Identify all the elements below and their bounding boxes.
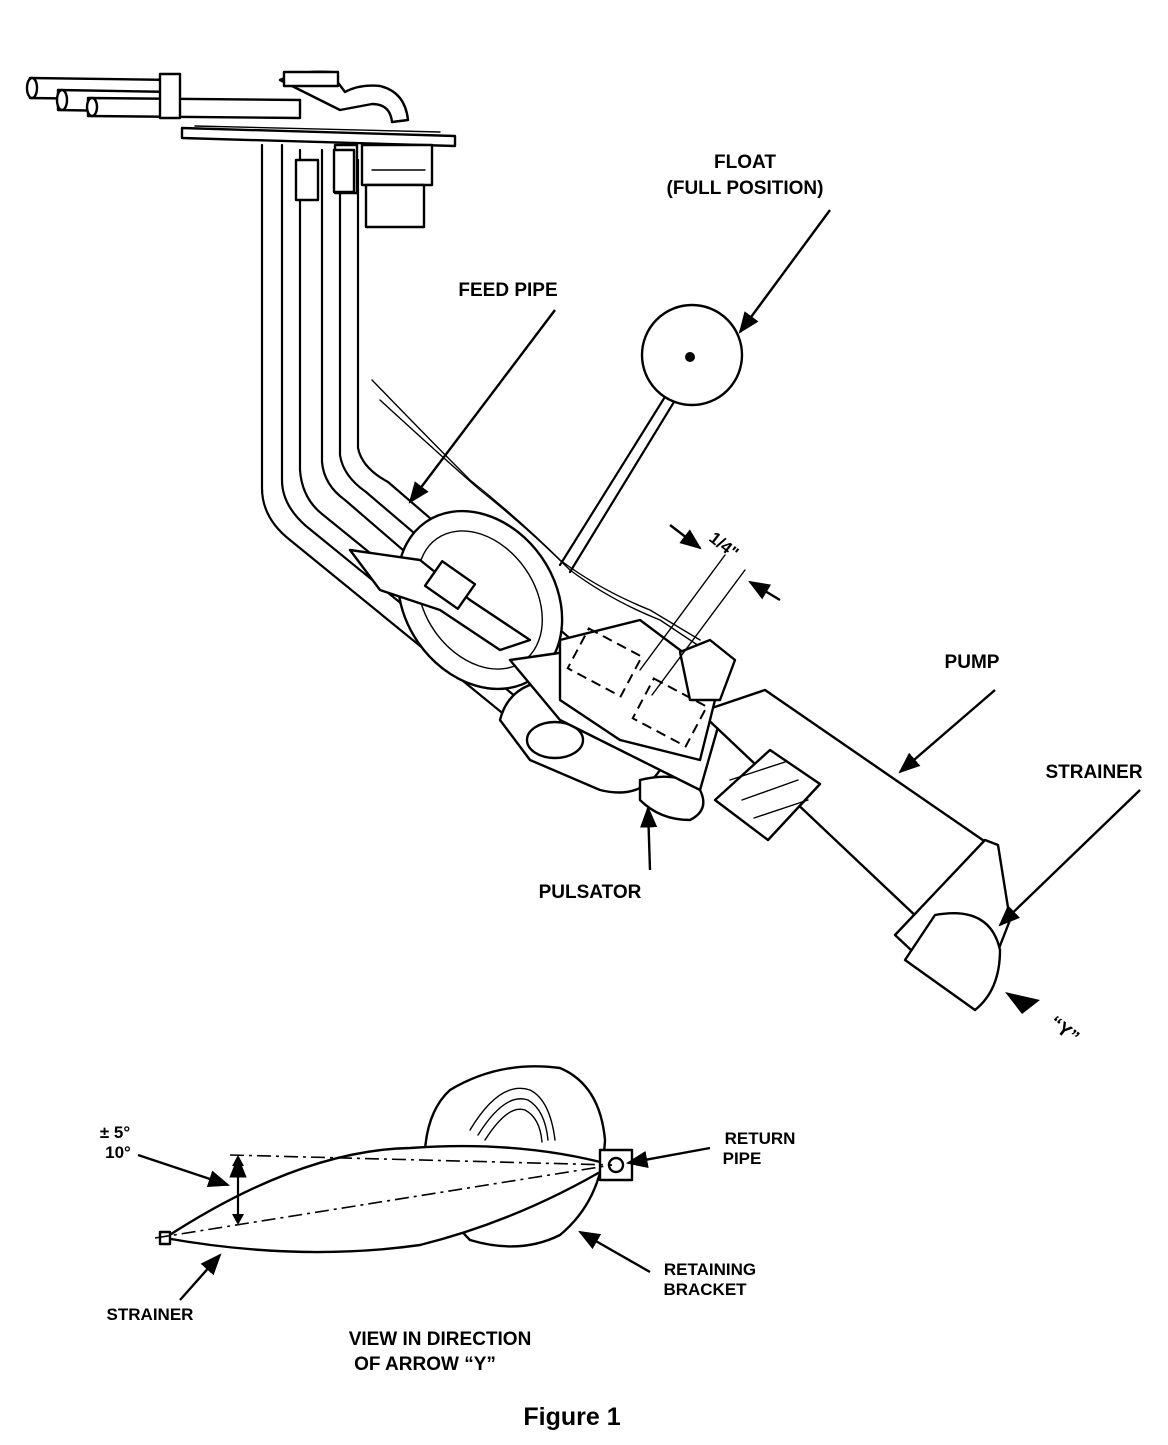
vertical-pipes <box>260 143 632 762</box>
top-pipe-stubs <box>25 70 410 124</box>
angle-label-2: 10° <box>105 1143 131 1162</box>
retaining-bracket-label-1: RETAINING <box>664 1260 756 1279</box>
angle-label-1: ± 5° <box>100 1123 131 1142</box>
figure-caption: Figure 1 <box>523 1403 620 1431</box>
return-pipe-label-2: PIPE <box>723 1149 762 1168</box>
return-pipe-label-1: RETURN <box>725 1129 796 1148</box>
float-leader <box>738 209 831 334</box>
strainer-bottom-label: STRAINER <box>107 1305 194 1324</box>
pump-label: PUMP <box>945 652 1000 673</box>
float-label-1: FLOAT <box>714 152 776 173</box>
view-y-diagram <box>137 1065 711 1301</box>
float-label-2: (FULL POSITION) <box>667 178 824 199</box>
dimension-marker <box>639 524 781 696</box>
float <box>558 303 744 574</box>
y-arrow-head <box>1005 992 1040 1014</box>
strainer-bottom-leader <box>179 1253 222 1301</box>
pulsator-label: PULSATOR <box>539 882 642 903</box>
strainer-top-label: STRAINER <box>1045 762 1142 783</box>
strainer-top-leader <box>998 789 1141 927</box>
retaining-bracket-leader <box>578 1230 651 1274</box>
pump-body <box>558 618 992 922</box>
feed-pipe-label: FEED PIPE <box>458 280 557 301</box>
angle-leader <box>137 1153 231 1188</box>
y-marker-label: “Y” <box>1045 1012 1083 1048</box>
view-caption-1: VIEW IN DIRECTION <box>349 1329 532 1350</box>
view-caption-2: OF ARROW “Y” <box>354 1354 496 1375</box>
feed-pipe-leader <box>408 309 556 504</box>
pulsator-leader <box>639 805 658 871</box>
wiring-harness <box>371 379 701 641</box>
sender-assembly <box>25 70 1012 1012</box>
lower-arm <box>348 548 532 652</box>
retaining-bracket-label-2: BRACKET <box>663 1280 747 1299</box>
mounting-plate <box>180 126 457 148</box>
strainer-top <box>893 838 1012 1012</box>
return-pipe-leader <box>625 1146 711 1169</box>
pump-leader <box>898 689 996 774</box>
